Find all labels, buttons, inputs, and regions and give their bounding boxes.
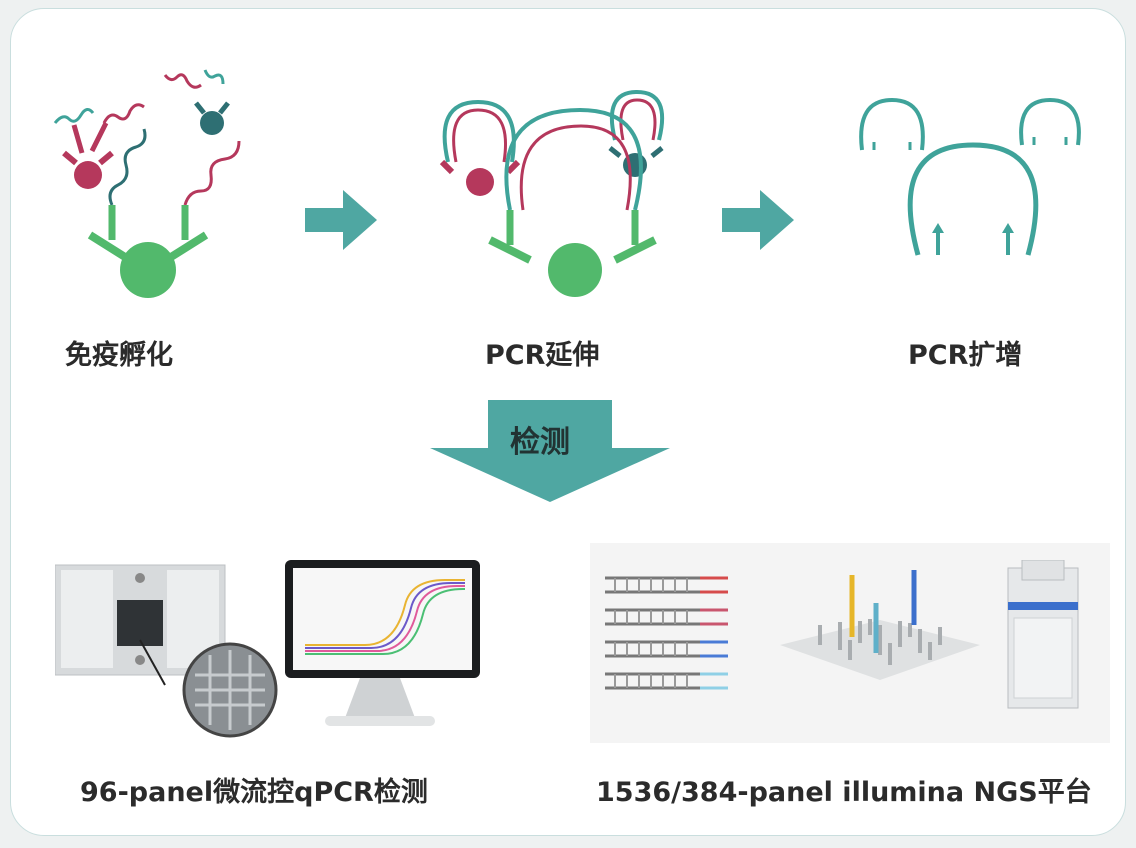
antibody-probe-icon <box>53 69 241 298</box>
step-label-pcr-extension: PCR延伸 <box>485 340 600 371</box>
pcr-extension-icon <box>439 90 665 297</box>
monitor-icon <box>285 560 480 726</box>
detect-label: 检测 <box>510 425 570 460</box>
down-arrow-icon <box>430 400 670 502</box>
microfluidic-chip-icon <box>55 564 278 738</box>
platform-label-ngs: 1536/384-panel illumina NGS平台 <box>596 777 1092 808</box>
ngs-sequencer-icon <box>1007 560 1079 709</box>
pcr-amplification-icon <box>859 97 1081 256</box>
dna-strand-icon <box>605 576 728 690</box>
step-label-immune-incubation: 免疫孵化 <box>65 340 173 371</box>
right-arrow-icon <box>722 190 794 250</box>
step-label-pcr-amplification: PCR扩增 <box>908 340 1023 371</box>
right-arrow-icon <box>305 190 377 250</box>
flow-cell-clusters-icon <box>780 570 980 680</box>
platform-label-qpcr: 96-panel微流控qPCR检测 <box>80 777 428 808</box>
